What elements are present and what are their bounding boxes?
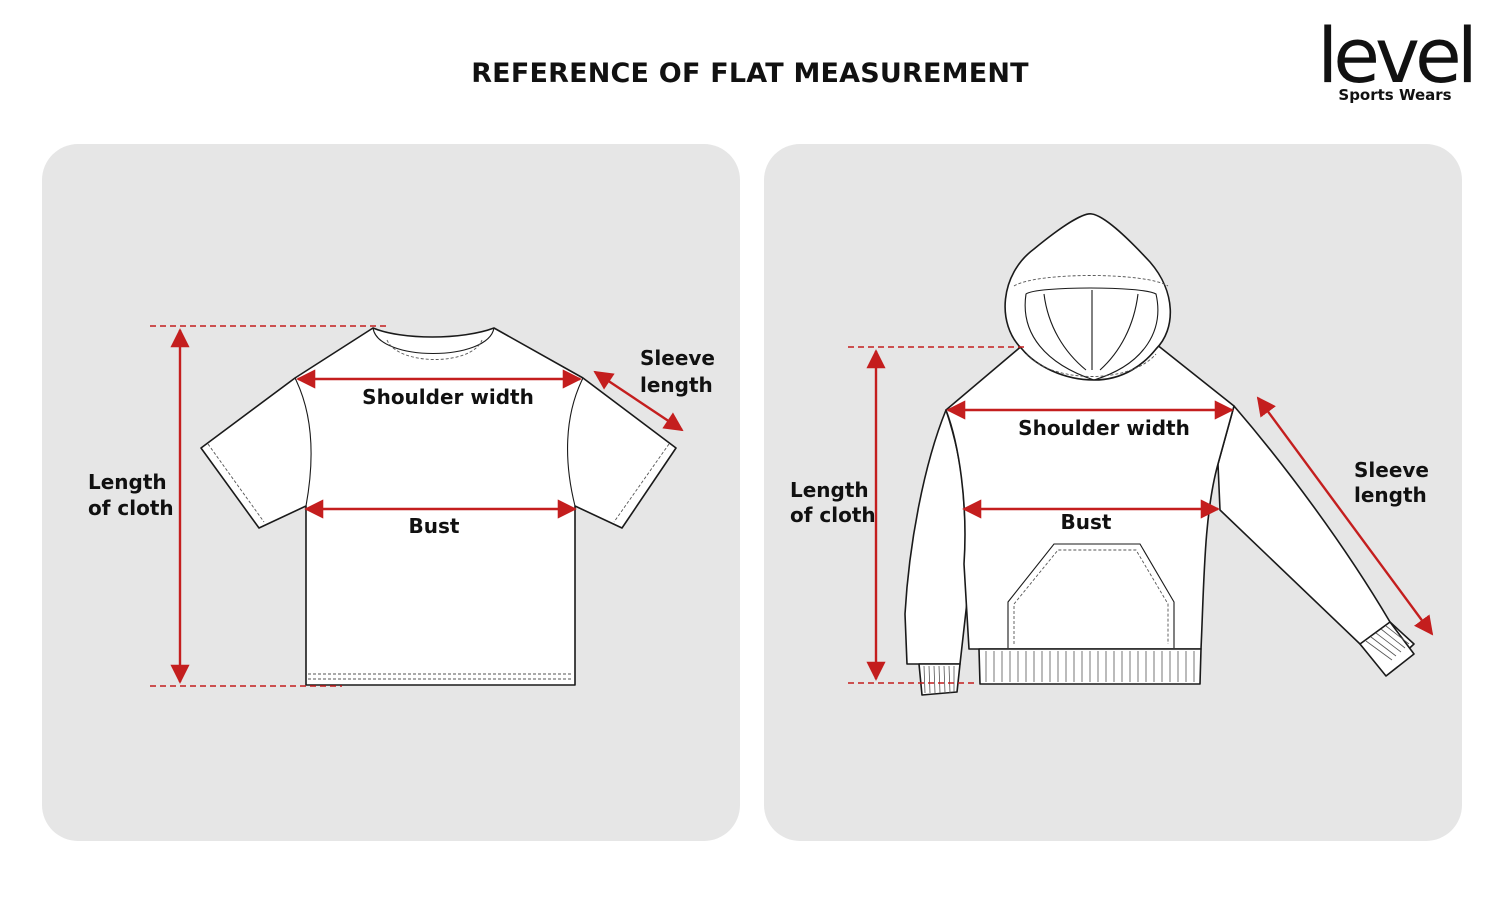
tshirt-length-label-line2: of cloth: [88, 496, 174, 520]
tshirt-bust-label: Bust: [409, 514, 460, 538]
hoodie-length-label-line2: of cloth: [790, 503, 876, 527]
hoodie-bust-label: Bust: [1061, 510, 1112, 534]
tshirt-length-label-line1: Length: [88, 470, 167, 494]
hoodie-hood-opening: [1024, 287, 1159, 381]
hoodie-sleeve-arrow: [1256, 396, 1434, 636]
hoodie-hood-stitch: [1013, 275, 1169, 287]
hoodie-hood-inner-left: [1043, 293, 1087, 371]
hoodie-length-label-line1: Length: [790, 478, 869, 502]
tshirt-right-armhole: [567, 377, 584, 507]
hoodie-sleeve-label-line1: Sleeve: [1354, 458, 1429, 482]
hoodie-sleeve-label-line2: length: [1354, 483, 1427, 507]
tshirt-shoulder-label: Shoulder width: [362, 385, 534, 409]
tshirt-sleeve-label-line1: Sleeve: [640, 346, 715, 370]
tshirt-left-armhole: [294, 377, 312, 507]
page-title: REFERENCE OF FLAT MEASUREMENT: [471, 58, 1029, 89]
tshirt-diagram: Shoulder width Bust Sleeve length Length…: [88, 325, 715, 687]
hoodie-body: [945, 343, 1235, 650]
hoodie-shoulder-label: Shoulder width: [1018, 416, 1190, 440]
hoodie-pocket: [1007, 543, 1175, 648]
tshirt-panel: Shoulder width Bust Sleeve length Length…: [42, 144, 740, 841]
logo-tagline: Sports Wears: [1338, 86, 1452, 104]
hoodie-hood-inner-right: [1099, 293, 1139, 371]
hoodie-neck-stitch: [1025, 353, 1157, 377]
hoodie-left-cuff-ribs: [923, 665, 955, 694]
hoodie-waistband-ribs: [985, 651, 1195, 682]
tshirt-sleeve-label-line2: length: [640, 373, 713, 397]
hoodie-panel: Shoulder width Bust Sleeve length Length…: [764, 144, 1462, 841]
logo-wordmark: level: [1317, 11, 1478, 100]
tshirt-outline: [200, 327, 677, 686]
hoodie-pocket-stitch: [1013, 549, 1169, 644]
brand-logo: level Sports Wears: [1310, 16, 1480, 106]
tshirt-left-sleeve-hem: [207, 443, 265, 523]
tshirt-right-sleeve-hem: [613, 443, 670, 523]
hoodie-hood: [1004, 213, 1172, 381]
tshirt-collar: [372, 327, 495, 355]
tshirt-sleeve-arrow: [593, 370, 684, 432]
hoodie-diagram: Shoulder width Bust Sleeve length Length…: [790, 213, 1434, 696]
